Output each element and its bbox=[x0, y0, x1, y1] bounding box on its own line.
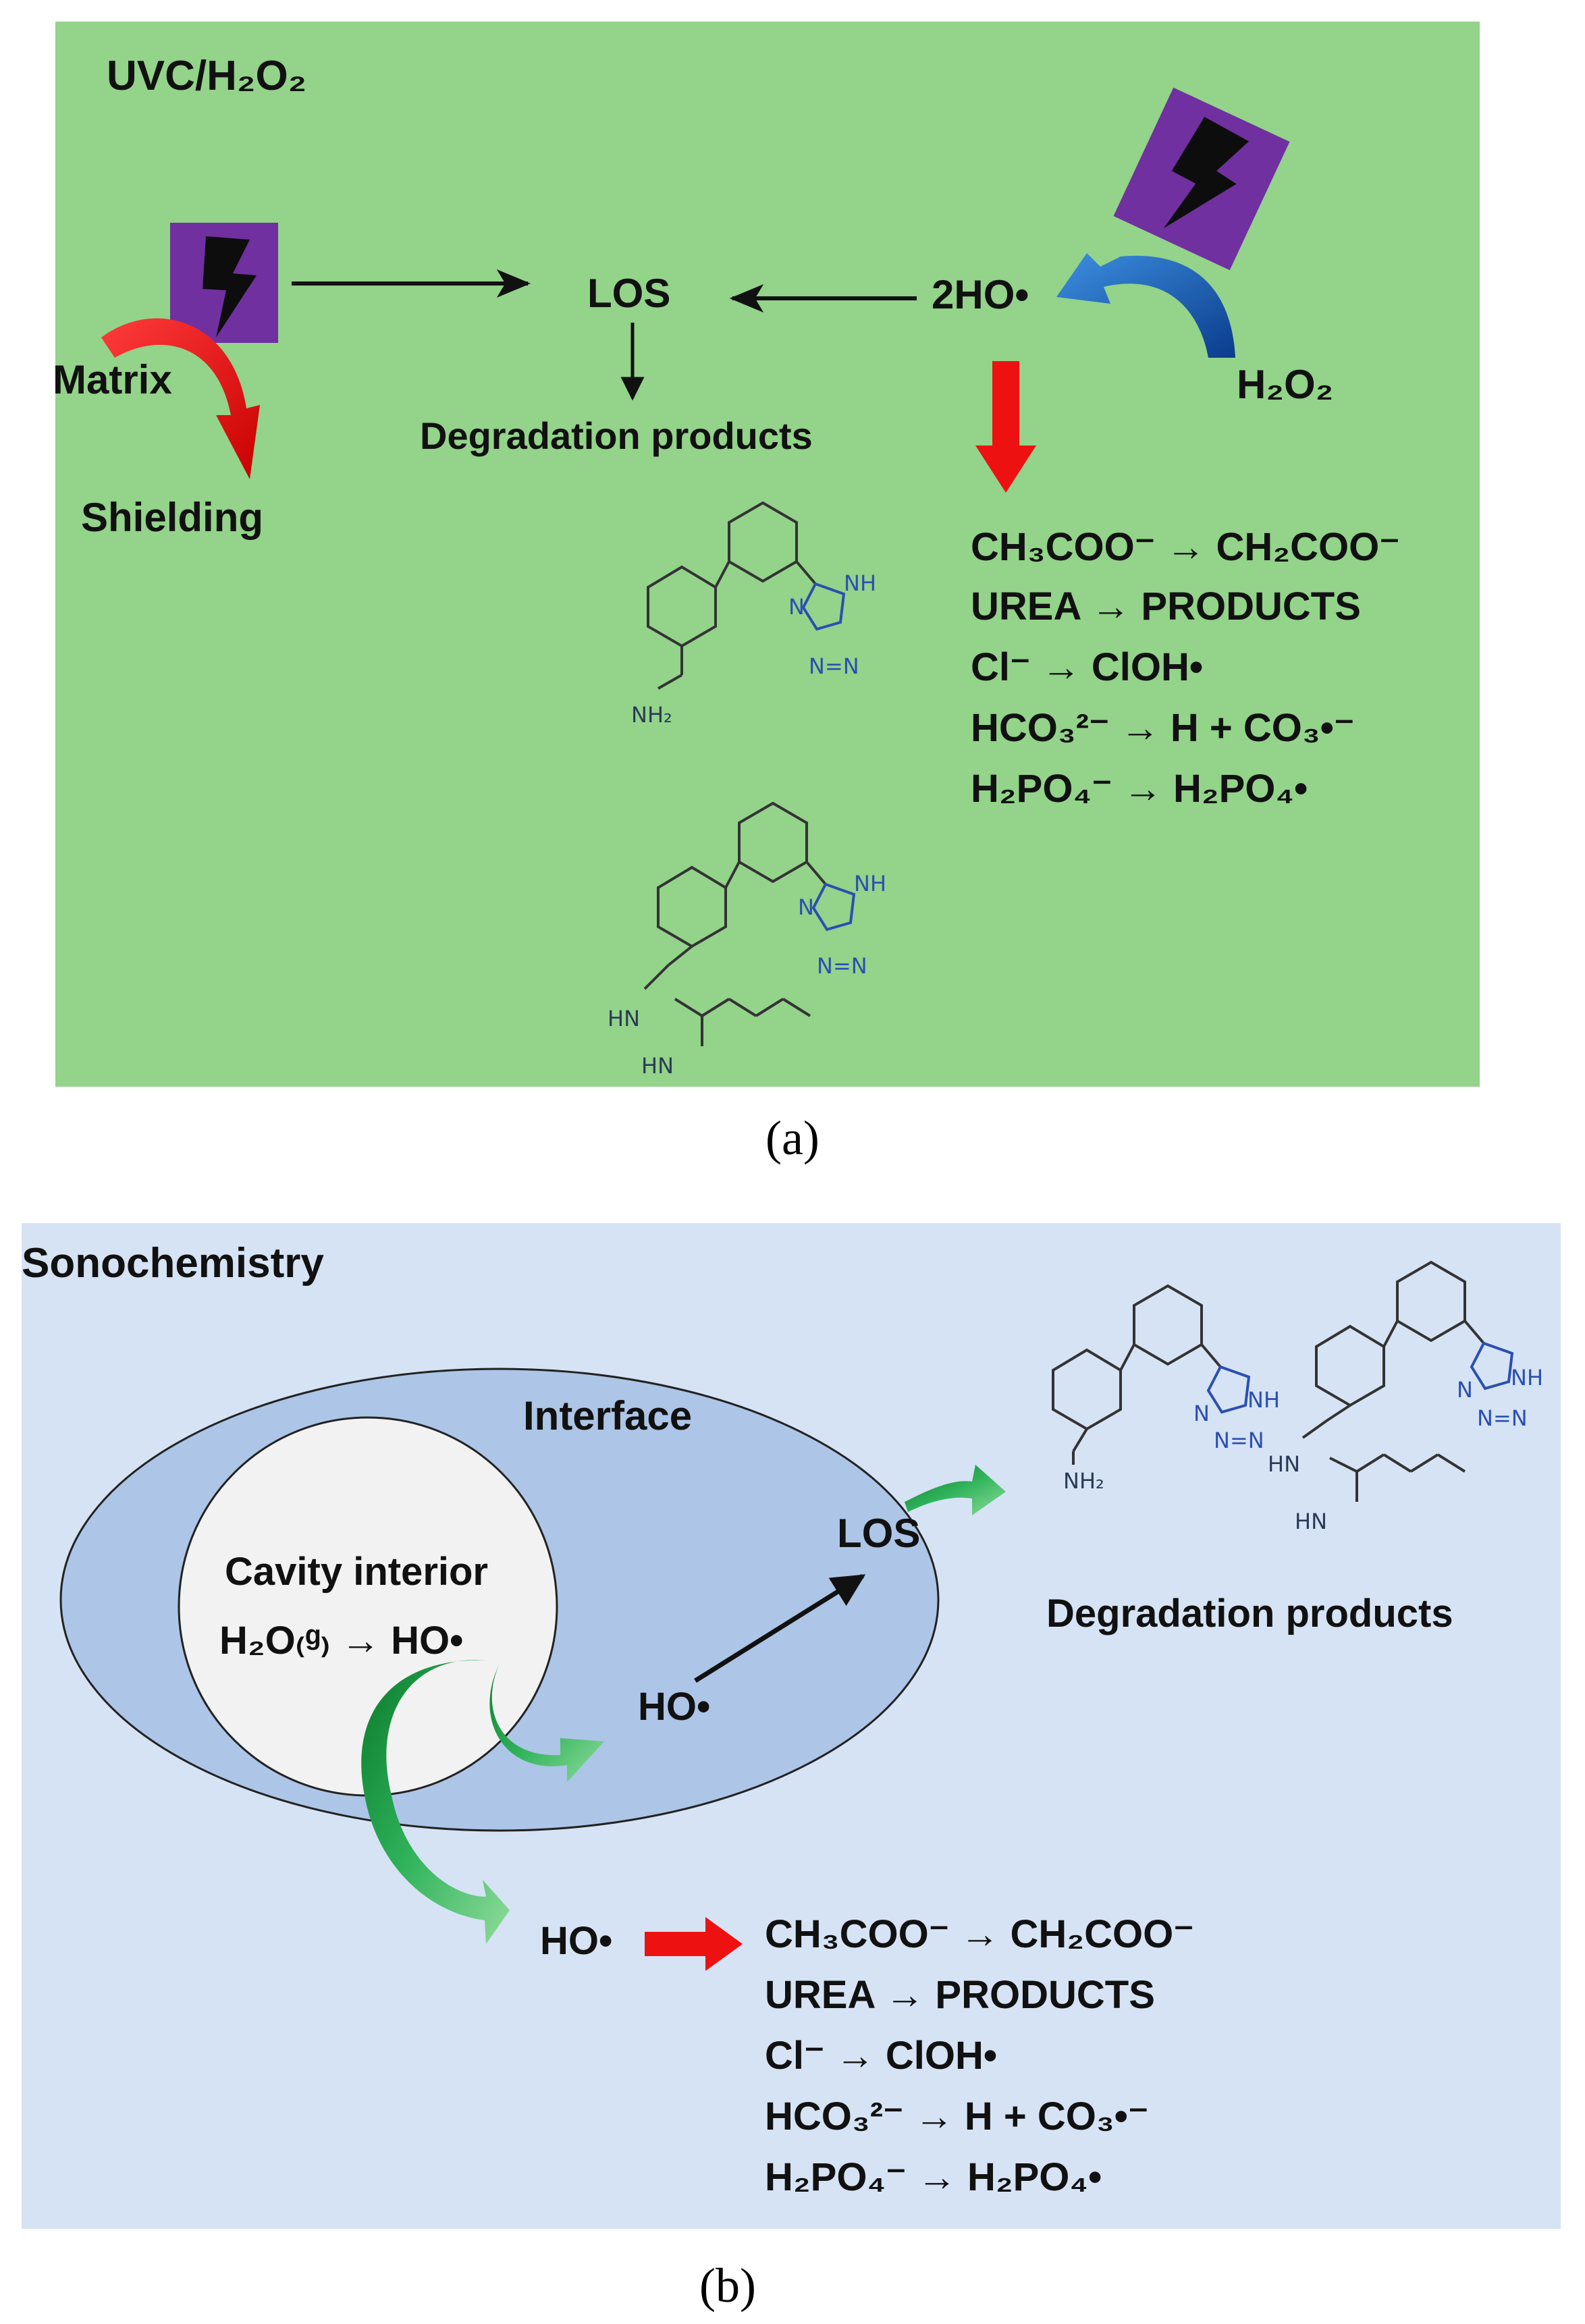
nh-label: NH bbox=[844, 570, 876, 596]
uv-lamp-left bbox=[170, 223, 278, 343]
panel-a-los: LOS bbox=[587, 271, 670, 316]
panel-a-caption: (a) bbox=[765, 1111, 820, 1165]
nh2-label: NH₂ bbox=[1063, 1468, 1104, 1494]
lightning-bolt-icon bbox=[1163, 117, 1250, 229]
panel-b-ho-bulk: HO• bbox=[540, 1919, 612, 1963]
reaction-line: Cl⁻ → ClOH• bbox=[765, 2034, 997, 2078]
panel-a-degradation: Degradation products bbox=[420, 414, 813, 457]
hn-label: HN bbox=[608, 1006, 640, 1031]
n-eq-n-label: N=N bbox=[1214, 1428, 1264, 1453]
panel-b-caption: (b) bbox=[699, 2259, 756, 2313]
panel-b-cavity: Cavity interior bbox=[225, 1550, 488, 1594]
reaction-line: HCO₃²⁻ → H + CO₃•⁻ bbox=[765, 2095, 1149, 2138]
reaction-line: UREA → PRODUCTS bbox=[971, 585, 1361, 628]
n-label: N bbox=[798, 894, 814, 920]
panel-b: Sonochemistry Interface Cavity interior … bbox=[22, 1223, 1561, 2313]
molecule-amidine-product: NH N N=N HN HN bbox=[1268, 1260, 1543, 1534]
nh-label: NH bbox=[1511, 1365, 1543, 1390]
hn-label: HN bbox=[1268, 1451, 1300, 1477]
panel-b-ho-interface: HO• bbox=[638, 1685, 710, 1729]
panel-b-interface: Interface bbox=[523, 1393, 692, 1438]
reaction-line: CH₃COO⁻ → CH₂COO⁻ bbox=[765, 1912, 1194, 1956]
hn-label: HN bbox=[1295, 1509, 1327, 1534]
nh-label: NH bbox=[1247, 1387, 1280, 1413]
panel-b-degradation: Degradation products bbox=[1046, 1592, 1453, 1636]
reaction-line: UREA → PRODUCTS bbox=[765, 1973, 1155, 2017]
red-curved-arrow bbox=[101, 318, 260, 479]
panel-b-cavity-reaction: H₂O₍ᵍ₎ → HO• bbox=[219, 1619, 463, 1663]
red-down-arrow bbox=[975, 361, 1036, 493]
green-arrow-cavity-to-interface bbox=[489, 1664, 604, 1782]
molecule-amine-product: NH N N=N NH₂ bbox=[631, 501, 876, 728]
reaction-line: CH₃COO⁻ → CH₂COO⁻ bbox=[971, 525, 1400, 569]
uv-lamp-right bbox=[1113, 87, 1290, 271]
red-right-arrow bbox=[645, 1917, 743, 1971]
reaction-line: H₂PO₄⁻ → H₂PO₄• bbox=[971, 767, 1308, 811]
panel-a: UVC/H₂O₂ LOS 2HO• Degradation products H… bbox=[53, 22, 1480, 1165]
n-label: N bbox=[1193, 1401, 1210, 1426]
panel-a-matrix: Matrix bbox=[53, 357, 172, 402]
nh2-label: NH₂ bbox=[631, 702, 672, 728]
panel-a-title: UVC/H₂O₂ bbox=[107, 53, 306, 99]
panel-b-title: Sonochemistry bbox=[22, 1240, 324, 1287]
n-eq-n-label: N=N bbox=[1477, 1405, 1528, 1431]
hn-label: HN bbox=[641, 1053, 674, 1079]
lightning-bolt-icon bbox=[203, 236, 257, 337]
green-arrow-cavity-to-bulk bbox=[361, 1660, 510, 1944]
panel-a-shielding: Shielding bbox=[81, 495, 263, 540]
panel-a-h2o2: H₂O₂ bbox=[1237, 362, 1333, 407]
panel-b-reaction-list: CH₃COO⁻ → CH₂COO⁻ UREA → PRODUCTS Cl⁻ → … bbox=[765, 1912, 1194, 2199]
reaction-line: H₂PO₄⁻ → H₂PO₄• bbox=[765, 2155, 1102, 2199]
panel-a-2ho: 2HO• bbox=[932, 272, 1029, 317]
panel-a-reaction-list: CH₃COO⁻ → CH₂COO⁻ UREA → PRODUCTS Cl⁻ → … bbox=[971, 525, 1400, 811]
panel-b-los: LOS bbox=[837, 1511, 920, 1556]
n-label: N bbox=[788, 594, 805, 620]
arrow-ho-to-los bbox=[694, 1574, 866, 1683]
green-arrow-los-to-products bbox=[905, 1465, 1006, 1515]
reaction-line: Cl⁻ → ClOH• bbox=[971, 645, 1203, 689]
blue-curved-arrow bbox=[1056, 253, 1235, 358]
nh-label: NH bbox=[854, 871, 886, 896]
reaction-line: HCO₃²⁻ → H + CO₃•⁻ bbox=[971, 706, 1355, 750]
n-eq-n-label: N=N bbox=[817, 953, 867, 979]
molecule-amidine-product: NH N N=N HN HN bbox=[608, 801, 886, 1079]
n-eq-n-label: N=N bbox=[809, 653, 859, 679]
n-label: N bbox=[1457, 1377, 1473, 1403]
molecule-amine-product: NH N N=N NH₂ bbox=[1052, 1284, 1280, 1494]
